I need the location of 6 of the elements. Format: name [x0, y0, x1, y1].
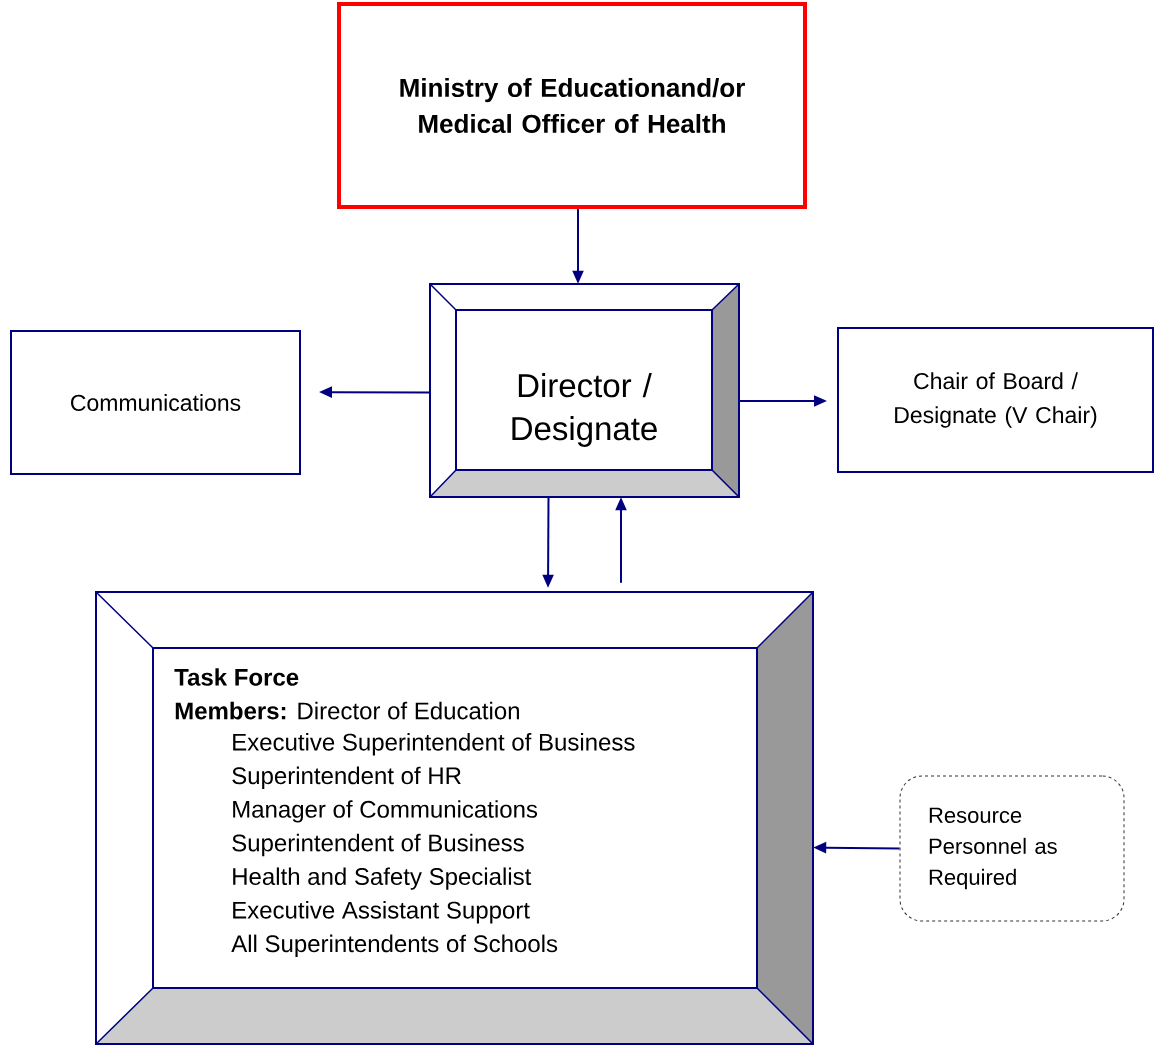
bevelled-box: Director / Designate — [429, 283, 740, 498]
authority-box: Ministry of Educationand/or Medical Officer of Health — [337, 2, 807, 209]
dashed-rounded-box: Resource Personnel as Required — [899, 775, 1125, 922]
process-box: Communications — [10, 330, 301, 475]
process-box: Chair of Board / Designate (V Chair) — [837, 327, 1154, 473]
bevelled-box: Task Force Members: Director of Education Executive Superintendent of Business Superintendent of HR Manager of Communications Superintendent of Business Health and Safety Specialist Executive Assistant Support All Superintendents of Schools — [95, 591, 814, 1045]
